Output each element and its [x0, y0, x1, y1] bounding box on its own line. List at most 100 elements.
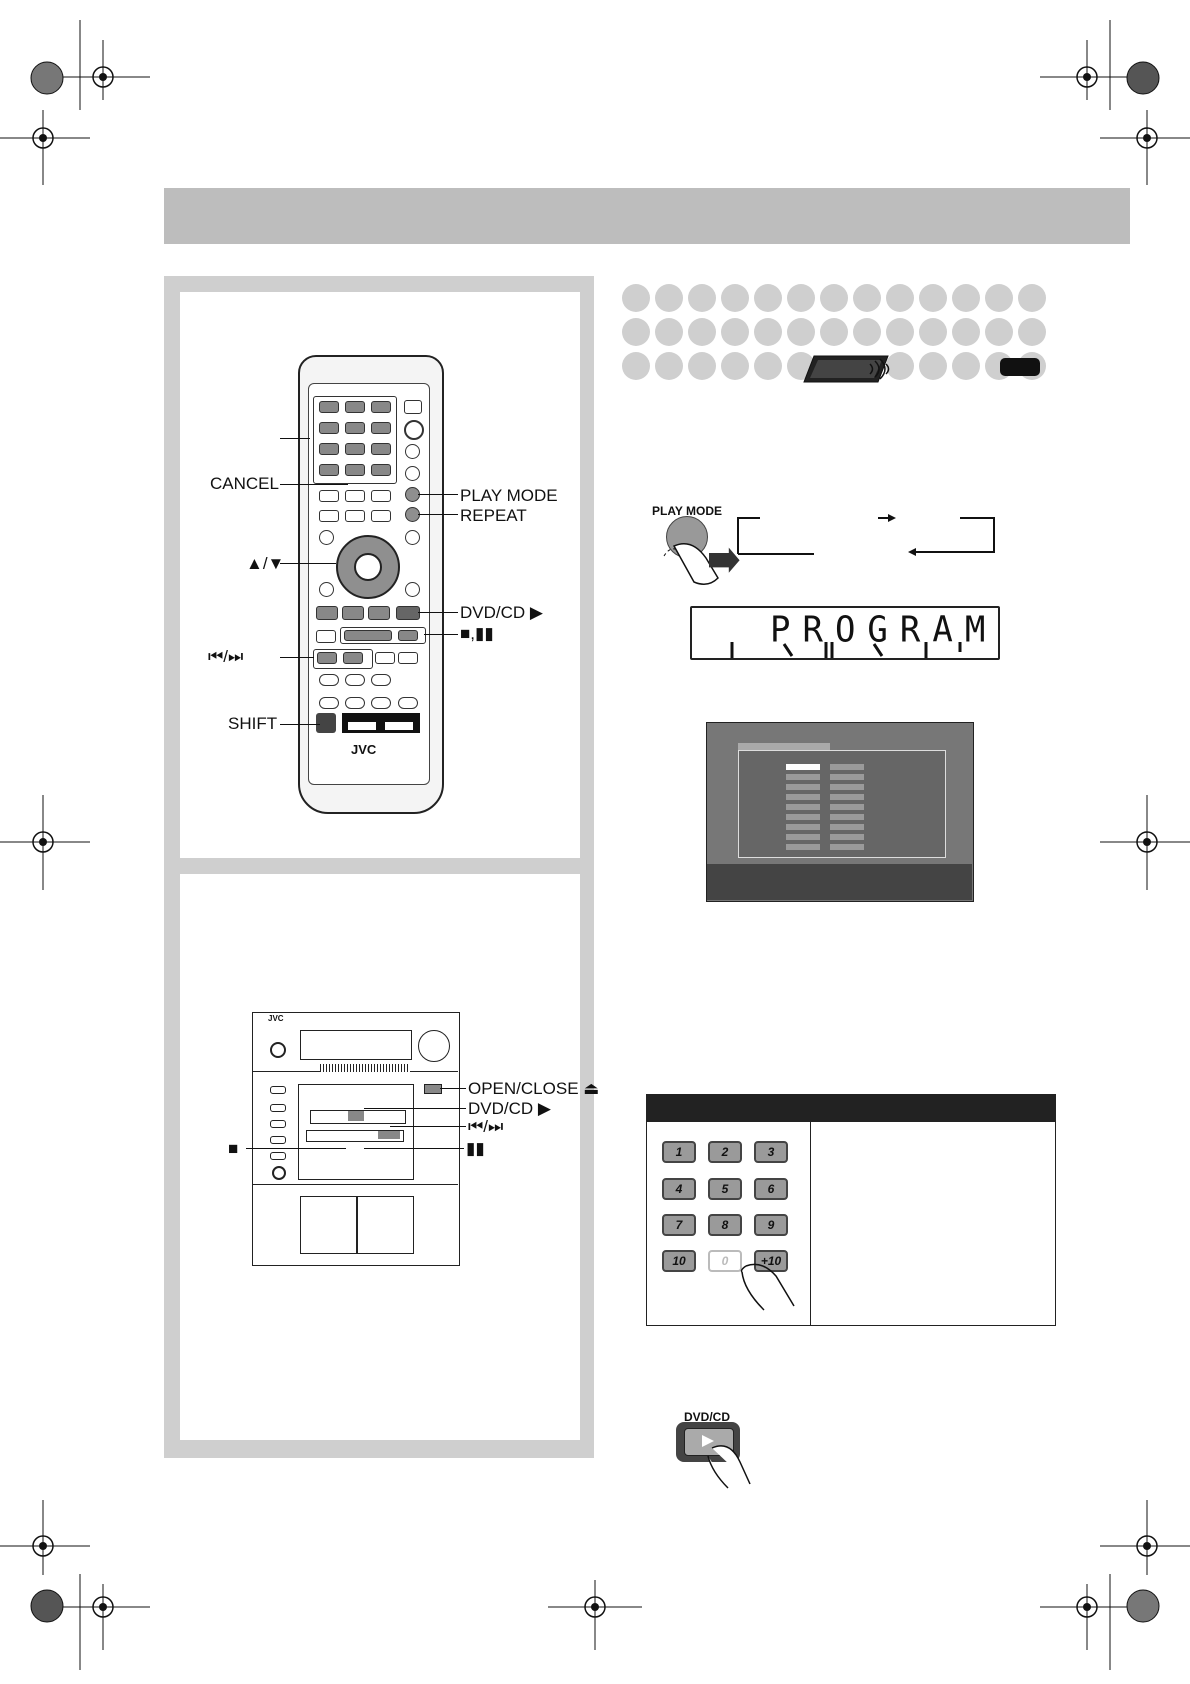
unit-brand-logo: JVC [268, 1014, 284, 1023]
number-key-8: 8 [708, 1214, 742, 1236]
remote-key [345, 697, 365, 709]
dot [721, 318, 749, 346]
cassette-deck-b [356, 1196, 414, 1254]
source-key [385, 722, 413, 730]
dot [886, 352, 914, 380]
skip-forward-key [343, 652, 363, 664]
program-display: PROGRAM [690, 606, 1000, 660]
cancel-leader [280, 484, 348, 485]
remote-key [345, 674, 365, 686]
dot [787, 318, 815, 346]
number-keys-table-header [646, 1094, 1056, 1122]
up-down-leader [280, 563, 336, 564]
unit-skip-label: ⏮/⏭ [468, 1117, 504, 1136]
dot [721, 284, 749, 312]
dot [952, 284, 980, 312]
unit-display-window [300, 1030, 412, 1060]
dot [655, 284, 683, 312]
remote-key [368, 606, 390, 620]
dot [919, 318, 947, 346]
unit-button [270, 1120, 286, 1128]
unit-vent [320, 1064, 410, 1072]
unit-dvd-cd-play-label: DVD/CD ▶ [468, 1099, 551, 1118]
remote-round-key [405, 444, 420, 459]
dot [754, 352, 782, 380]
finger-press-icon [663, 543, 740, 585]
remote-key [345, 510, 365, 522]
lcd-segments [730, 642, 962, 658]
remote-round-key [404, 400, 422, 414]
dot [853, 318, 881, 346]
number-key-4: 4 [662, 1178, 696, 1200]
open-close-unit-button [424, 1084, 442, 1094]
stop-key [344, 630, 392, 641]
unit-dvd-cd-leader [364, 1108, 466, 1109]
remote-key [345, 422, 365, 434]
remote-key [371, 510, 391, 522]
remote-round-key [404, 420, 424, 440]
dot [886, 284, 914, 312]
number-key-5: 5 [708, 1178, 742, 1200]
dot [820, 284, 848, 312]
dot [688, 284, 716, 312]
dot [622, 352, 650, 380]
dot [787, 284, 815, 312]
dot [985, 318, 1013, 346]
skip-key-group [313, 649, 373, 669]
dvd-cd-play-leader [418, 612, 458, 613]
up-down-label: ▲/▼ [246, 554, 285, 573]
number-key-0: 0 [708, 1250, 742, 1272]
remote-key [319, 510, 339, 522]
remote-key [375, 652, 395, 664]
unit-skip-leader [390, 1126, 466, 1127]
remote-key [319, 490, 339, 502]
dot [820, 318, 848, 346]
number-key-2: 2 [708, 1141, 742, 1163]
number-key-1: 1 [662, 1141, 696, 1163]
unit-button [270, 1152, 286, 1160]
enter-key [354, 553, 382, 581]
remote-brand-logo: JVC [351, 742, 377, 757]
remote-round-key [319, 530, 334, 545]
mode-cycle-arrows [737, 514, 995, 556]
remote-key [319, 401, 339, 413]
dot [952, 352, 980, 380]
dvd-cd-button-label: DVD/CD [684, 1410, 731, 1424]
disc-tray [298, 1084, 414, 1180]
dot [952, 318, 980, 346]
dot [1018, 318, 1046, 346]
cancel-label: CANCEL [210, 474, 279, 493]
number-key-9: 9 [754, 1214, 788, 1236]
shift-label: SHIFT [228, 714, 278, 733]
main-unit-illustration [252, 1012, 460, 1266]
unit-button [270, 1136, 286, 1144]
dvd-cd-play-key [396, 606, 420, 620]
keypad-leader [280, 438, 310, 439]
power-button [270, 1042, 286, 1058]
remote-signal-waves-icon [869, 358, 886, 380]
remote-round-key [405, 582, 420, 597]
remote-key [371, 697, 391, 709]
number-keys-table [646, 1122, 1056, 1326]
remote-key [345, 401, 365, 413]
dot [754, 318, 782, 346]
unit-stop-leader [246, 1148, 346, 1149]
repeat-leader [418, 514, 458, 515]
stop-pause-label: ■,▮▮ [460, 624, 494, 643]
dot [886, 318, 914, 346]
unit-pause-label: ▮▮ [466, 1139, 485, 1158]
display-text: PROGRAM [770, 609, 998, 651]
remote-key [319, 697, 339, 709]
dot [655, 318, 683, 346]
remote-key [319, 443, 339, 455]
finger-press-icon [740, 1263, 795, 1311]
unit-button [270, 1086, 286, 1094]
dvd-cd-play-unit-button [348, 1111, 364, 1121]
number-key-7: 7 [662, 1214, 696, 1236]
section-header-bar [164, 188, 1130, 244]
program-screen-footer [707, 864, 972, 900]
dot [721, 352, 749, 380]
dvd-cd-play-label: DVD/CD ▶ [460, 603, 543, 622]
remote-key [319, 422, 339, 434]
